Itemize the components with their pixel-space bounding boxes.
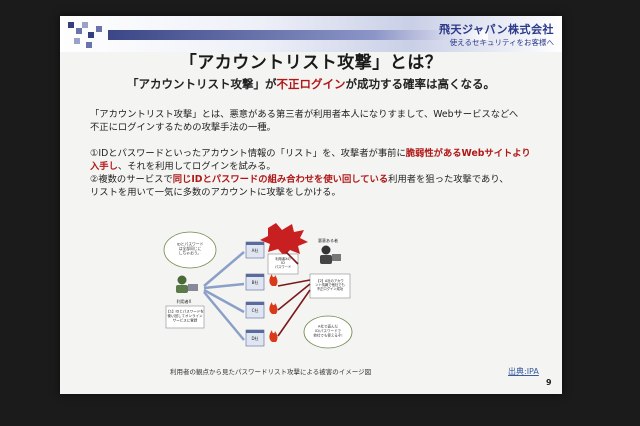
decor-square — [88, 32, 94, 38]
decor-square — [82, 22, 88, 28]
svg-text:【2】A社のアカウント情報で他社でも不正ログイン成功: 【2】A社のアカウント情報で他社でも不正ログイン成功 — [315, 278, 345, 291]
source-link[interactable]: 出典:IPA — [508, 367, 539, 376]
point-2: ②複数のサービスで同じIDとパスワードの組み合わせを使い回している利用者を狙った… — [90, 173, 545, 199]
fire-icon — [269, 330, 278, 342]
definition-line: 不正にログインするための攻撃手法の一種。 — [90, 122, 276, 133]
slide-subtitle: 「アカウントリスト攻撃」が不正ログインが成功する確率は高くなる。 — [60, 76, 562, 92]
definition-paragraph: 「アカウントリスト攻撃」とは、悪意がある第三者が利用者本人になりすまして、Web… — [90, 108, 545, 134]
server-label: B社 — [252, 279, 259, 285]
point-text: 利用者を狙った攻撃であり、 — [388, 174, 509, 185]
user-figure-icon — [176, 275, 198, 293]
decor-square — [74, 38, 80, 44]
attack-diagram: IDとパスワードは全部同じにしちゃおう。 利用者X 【1】IDとパスワードを使い… — [163, 223, 353, 349]
definition-line: 「アカウントリスト攻撃」とは、悪意がある第三者が利用者本人になりすまして、Web… — [90, 109, 519, 120]
company-name: 飛天ジャパン株式会社 — [439, 23, 554, 36]
attack-arrows — [277, 251, 311, 337]
decor-square — [76, 28, 82, 34]
presentation-slide: 飛天ジャパン株式会社 使えるセキュリティをお客様へ 「アカウントリスト攻撃」とは… — [60, 16, 562, 394]
decor-square — [96, 26, 102, 32]
server-node: C社 — [245, 301, 278, 319]
subtitle-part: 「アカウントリスト攻撃」が — [127, 77, 277, 91]
point-1: ①IDとパスワードといったアカウント情報の「リスト」を、攻撃者が事前に脆弱性があ… — [90, 147, 545, 173]
decor-square — [68, 22, 74, 28]
company-logo: 飛天ジャパン株式会社 使えるセキュリティをお客様へ — [439, 21, 554, 48]
user-step-box: 【1】IDとパスワードを使い回してオンラインサービスに登録 — [165, 305, 205, 329]
point-highlight: 脆弱性があるWebサイトより — [405, 148, 531, 159]
attacker-step-box: 【2】A社のアカウント情報で他社でも不正ログイン成功 — [309, 273, 351, 299]
server-label: A社 — [252, 247, 259, 253]
point-text: ①IDとパスワードといったアカウント情報の「リスト」を、攻撃者が事前に — [90, 148, 406, 159]
server-label: C社 — [252, 307, 259, 313]
server-group: A社 B社 C社 D社 — [245, 241, 278, 347]
server-node: D社 — [245, 329, 278, 347]
subtitle-highlight: 不正ログイン — [276, 77, 346, 91]
point-highlight: 同じIDとパスワードの組み合わせを使い回している — [172, 174, 389, 185]
attacker-figure-icon — [320, 245, 341, 264]
breach-burst-icon — [260, 223, 308, 256]
fire-icon — [269, 274, 278, 286]
svg-text:【1】IDとパスワードを使い回してオンラインサービスに登録: 【1】IDとパスワードを使い回してオンラインサービスに登録 — [166, 309, 204, 323]
header-stripe — [108, 30, 488, 40]
slide-title: 「アカウントリスト攻撃」とは？ — [179, 53, 443, 73]
subtitle-part: が成功する確率は高くなる。 — [345, 77, 496, 91]
server-node: B社 — [245, 273, 278, 291]
svg-text:IDとパスワードは全部同じにしちゃおう。: IDとパスワードは全部同じにしちゃおう。 — [177, 241, 204, 255]
company-tagline: 使えるセキュリティをお客様へ — [449, 38, 554, 47]
point-text: リストを用いて一気に多数のアカウントに攻撃をしかける。 — [90, 187, 341, 198]
attacker-label: 悪意ある者 — [318, 237, 338, 243]
user-arrows — [203, 251, 245, 341]
page-number: 9 — [546, 378, 552, 387]
server-label: D社 — [251, 335, 258, 341]
point-highlight: 入手し — [90, 161, 118, 172]
fire-icon — [269, 302, 278, 314]
user-label: 利用者X — [177, 298, 192, 304]
decor-square — [86, 42, 92, 48]
point-text: 、それを利用してログインを試みる。 — [117, 161, 276, 172]
server-node: A社 — [245, 241, 265, 259]
user-thought-cloud: IDとパスワードは全部同じにしちゃおう。 — [163, 231, 217, 269]
diagram-caption: 利用者の観点から見たパスワードリスト攻撃による被害のイメージ図 — [170, 368, 372, 376]
point-text: ②複数のサービスで — [90, 174, 173, 185]
